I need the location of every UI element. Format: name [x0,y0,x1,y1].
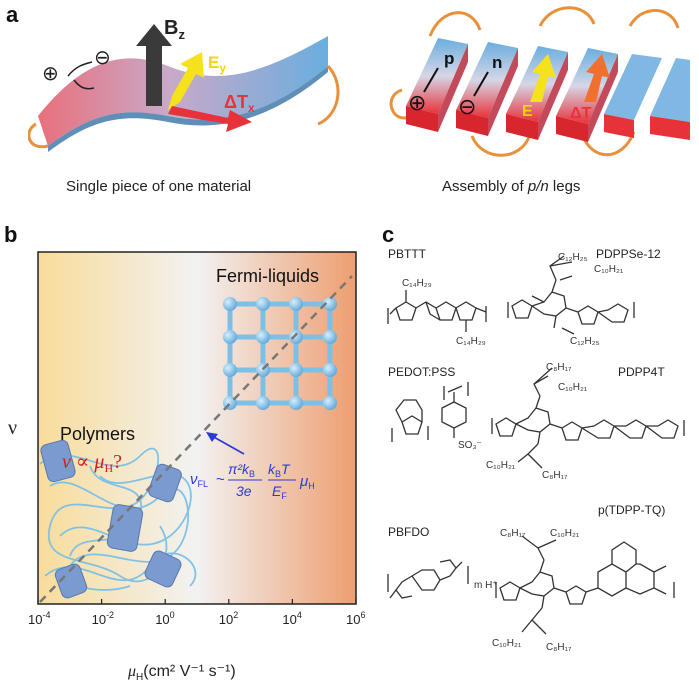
pbfdo-sub-1: m H⁺ [474,580,498,591]
pn-hole-symbol: ⊕ [408,90,426,115]
chem-name-2: PEDOT:PSS [388,365,455,379]
p-arrow [423,67,439,93]
pdppse-sub-3: C₁₂H₂₅ [570,336,600,347]
svg-text:3e: 3e [236,483,252,499]
polymers-relation: ν ∝ μH? [62,451,122,475]
formula-arrow [211,435,245,455]
pn-dt-arrow [584,54,610,102]
wire-loop-bottom-2 [580,131,636,157]
pn-legs-illustration: p n ⊕ ⊖ E ΔT [389,6,690,157]
p-label: p [444,49,454,68]
chem-name-5: p(TDPP-TQ) [598,503,665,517]
pdpp4t-structure [491,367,685,469]
x-tick-label-1: 10-2 [92,610,114,627]
ptdpp-sub-3: C₁₀H₂₁ [492,638,522,649]
svg-text:~: ~ [216,471,225,488]
pedotpss-sub-1: SO₃⁻ [458,440,482,451]
pbttt-sub-1: C₁₄H₂₉ [402,278,432,289]
leg-6 [650,58,690,140]
wire-right [317,64,340,126]
pn-legs-caption: Assembly of p/n legs [442,178,581,195]
substituent-labels: C₁₄H₂₉ C₁₄H₂₉ C₁₂H₂₅ C₁₀H₂₁ C₁₂H₂₅ SO₃⁻ … [402,252,624,653]
svg-text:EF: EF [272,483,287,501]
ey-arrow [168,52,204,110]
bz-label: Bz [164,17,185,42]
y-axis-label: ν [8,417,17,439]
pdpp4t-sub-1: C₈H₁₇ [546,362,572,373]
ptdpp-sub-4: C₈H₁₇ [546,642,572,653]
polymer-chains [39,447,197,591]
formula-arrow-head [206,432,218,442]
wire-loop-top-1 [428,11,482,37]
pdpp4t-sub-3: C₁₀H₂₁ [486,460,516,471]
svg-text:π²kB: π²kB [228,461,255,479]
n-label: n [492,53,502,72]
fl-trend-line [39,275,353,603]
panel-b-letter: b [4,222,18,247]
wire-loop-top-3 [628,9,680,29]
lattice-nodes [223,297,337,410]
polymers-label: Polymers [60,424,135,444]
wire-loop-bottom-1 [470,133,532,157]
single-material-caption: Single piece of one material [66,178,252,195]
pdppse-sub-2: C₁₀H₂₁ [594,264,624,275]
panel-a-letter: a [6,2,19,27]
ptdpp-sub-2: C₈H₁₇ [500,528,526,539]
ptdpp-tq-structure [495,535,675,635]
pdppse12-structure [507,255,635,335]
leg-5 [604,54,662,138]
pn-e-label: E [522,103,533,120]
n-arrow [473,71,489,97]
fermi-liquid-lattice [227,301,333,406]
hole-symbol: ⊕ [42,63,59,85]
x-axis-ticks: 10-4 10-2 100 102 104 106 [28,599,365,627]
x-tick-label-5: 106 [346,610,365,627]
dtx-label: ΔTx [224,92,255,115]
wire-loop-top-2 [538,6,596,27]
deflection-arrows [67,61,95,90]
mobility-diagram: Fermi-liquids Polymers ν ∝ μH? νFL ~ π²k… [8,251,365,683]
pn-e-arrow [530,54,556,102]
x-tick-label-3: 102 [219,610,238,627]
leg-2 [456,42,518,136]
chem-name-4: PBFDO [388,525,429,539]
pdppse-sub-1: C₁₂H₂₅ [558,252,588,263]
fl-formula: νFL ~ π²kB 3e kBT EF μH [190,461,315,501]
ptdpp-sub-1: C₁₀H₂₁ [550,528,580,539]
single-material-illustration: ⊕ ⊖ Bz Ey ΔTx [28,17,340,152]
dtx-arrow [168,106,252,132]
bz-arrow [136,24,172,106]
x-axis-label: μH(cm² V⁻¹ s⁻¹) [127,663,236,683]
chem-name-1: PDPPSe-12 [596,247,661,261]
ey-label: Ey [208,53,226,75]
pdpp4t-sub-2: C₁₀H₂₁ [558,382,588,393]
chem-name-0: PBTTT [388,247,427,261]
pn-electron-symbol: ⊖ [458,94,476,119]
pedot-pss-structure [391,382,469,442]
pbttt-structure [387,290,487,332]
plot-area [37,251,357,605]
x-tick-label-2: 100 [155,610,174,627]
crystallites [40,439,182,599]
wire-left [28,122,49,149]
pbttt-sub-2: C₁₄H₂₉ [456,336,486,347]
leg-1 [406,38,468,132]
fermi-liquids-label: Fermi-liquids [216,266,319,286]
x-tick-label-0: 10-4 [28,610,50,627]
chem-name-3: PDPP4T [618,365,665,379]
svg-text:μH: μH [299,473,315,491]
panel-c-letter: c [382,222,395,247]
x-tick-label-4: 104 [282,610,301,627]
pn-dt-label: ΔT [570,105,592,122]
svg-text:kBT: kBT [268,461,291,479]
pbfdo-structure [387,559,469,599]
svg-text:νFL: νFL [190,471,208,489]
electron-symbol: ⊖ [94,47,111,69]
pdpp4t-sub-4: C₈H₁₇ [542,470,568,481]
